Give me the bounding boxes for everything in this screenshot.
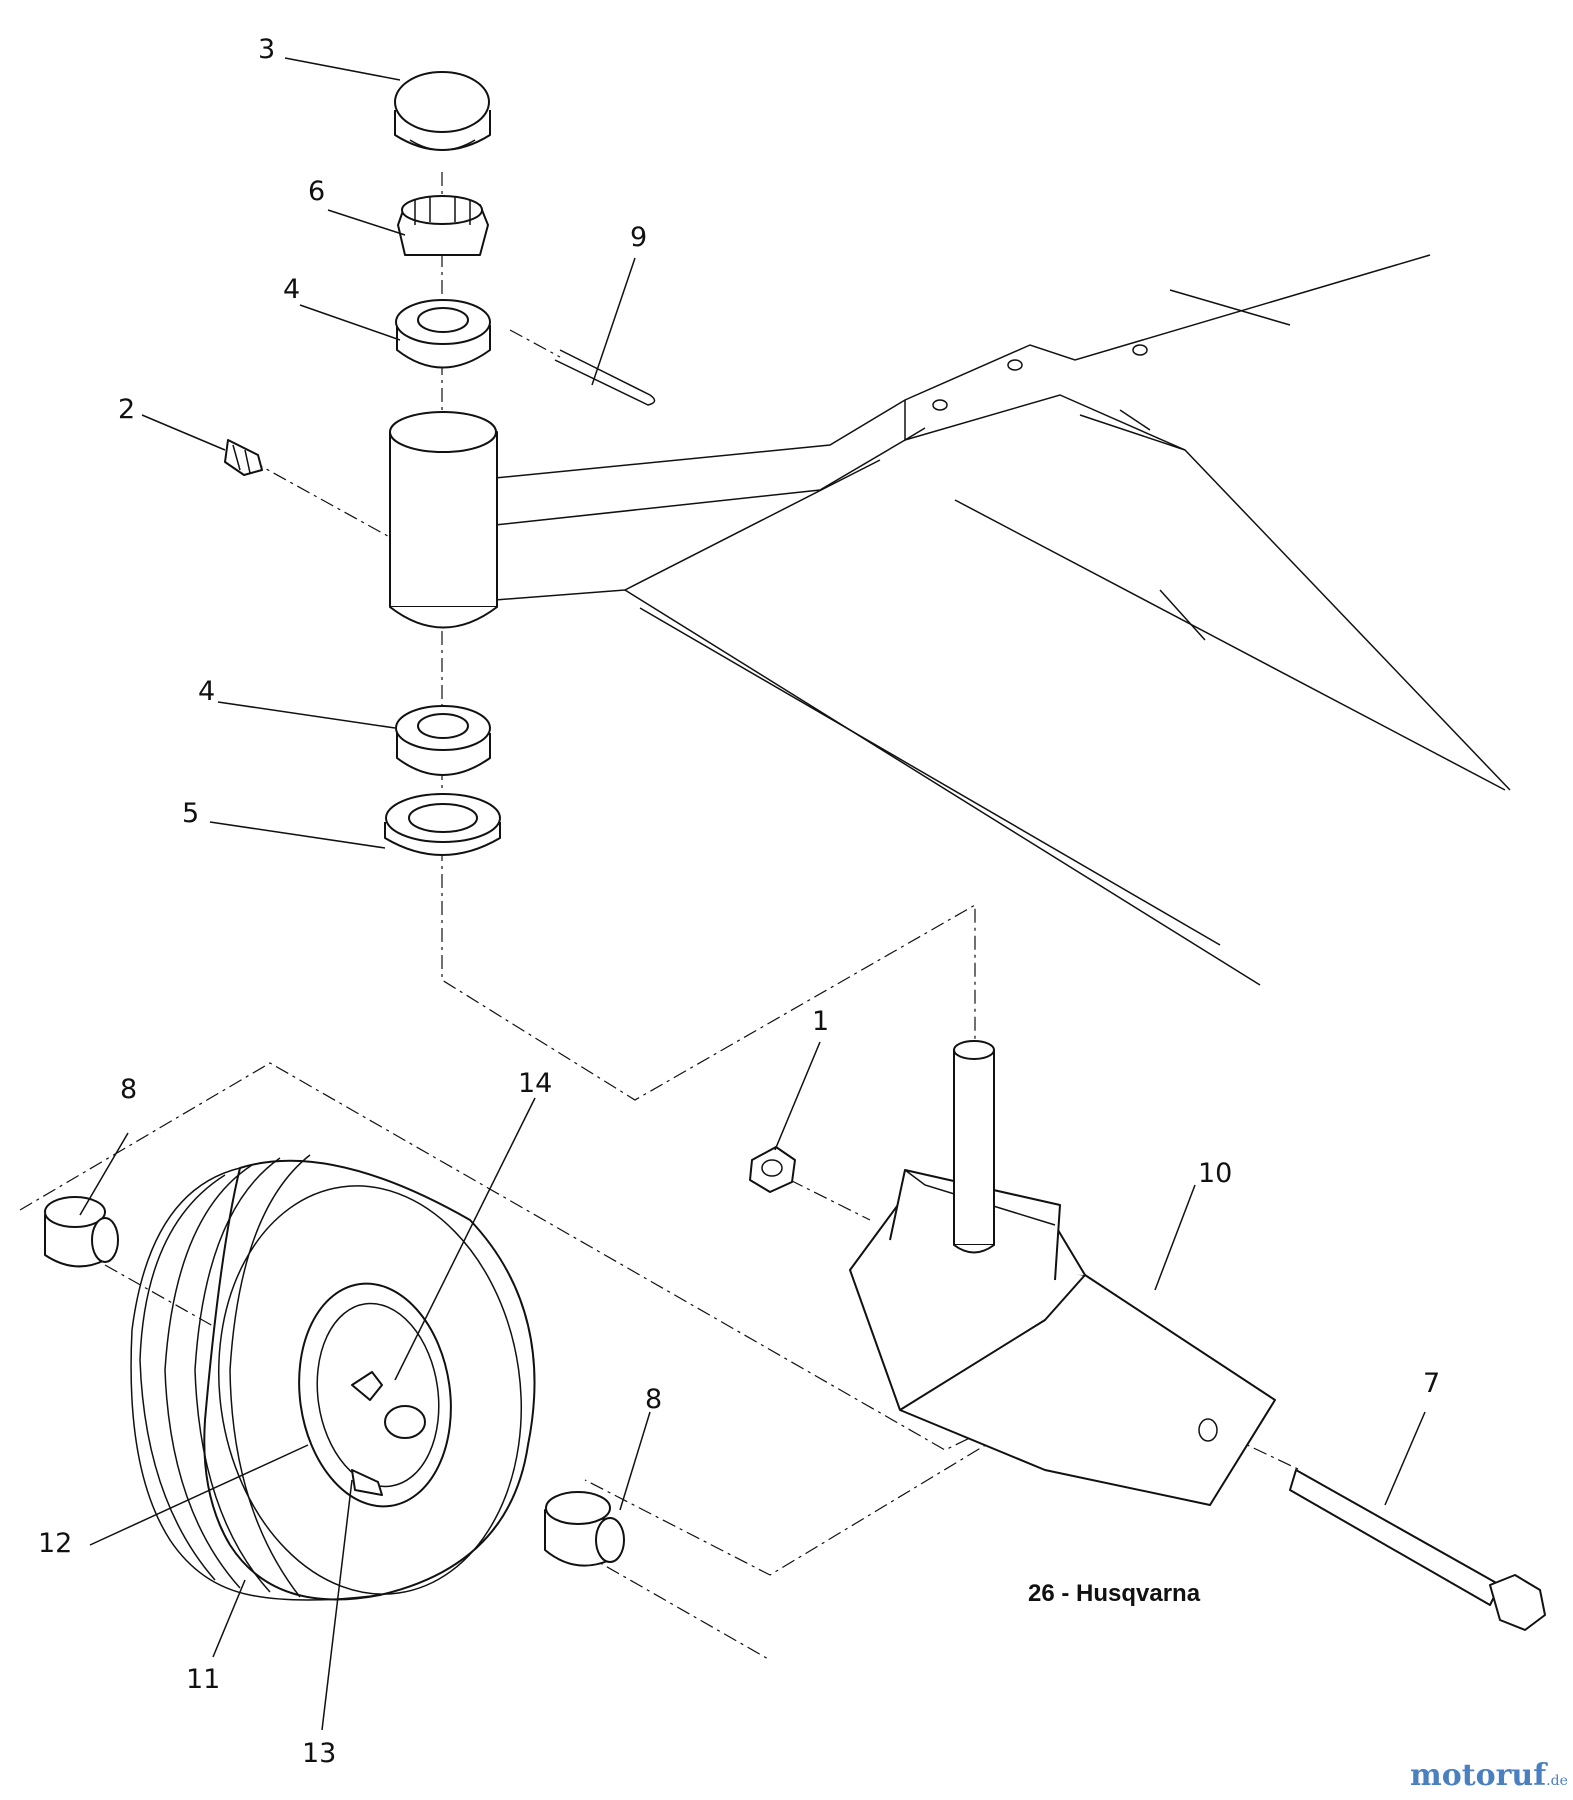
callout-2: 2 <box>118 394 135 425</box>
callout-4-lower: 4 <box>198 676 215 707</box>
callout-7: 7 <box>1423 1368 1440 1399</box>
part-caster-fork <box>849 1040 1276 1506</box>
centerline-wheel-axle <box>19 1062 1111 1576</box>
watermark-main: motoruf <box>1410 1758 1547 1793</box>
callout-10: 10 <box>1198 1158 1232 1189</box>
part-dust-cap <box>394 71 491 151</box>
centerline-spindle <box>441 172 976 1101</box>
callout-12: 12 <box>38 1528 72 1559</box>
centerline-fitting <box>249 459 396 541</box>
centerline-pin <box>509 329 561 358</box>
callout-6: 6 <box>308 176 325 207</box>
watermark-suffix: .de <box>1546 1773 1568 1789</box>
callout-3: 3 <box>258 34 275 65</box>
callout-8-left: 8 <box>120 1074 137 1105</box>
part-spindle-housing <box>389 411 498 629</box>
part-hex-nut <box>749 1146 796 1193</box>
callout-8-right: 8 <box>645 1384 662 1415</box>
part-seal <box>384 793 501 856</box>
callout-5: 5 <box>182 798 199 829</box>
part-grease-fitting <box>224 439 263 476</box>
callout-4-upper: 4 <box>283 274 300 305</box>
part-bearing-upper <box>395 299 491 369</box>
deck-frame <box>494 254 1511 986</box>
callout-9: 9 <box>630 222 647 253</box>
part-valve-stem <box>351 1469 383 1496</box>
part-spacer-right <box>544 1491 625 1567</box>
part-hub-grease-fitting <box>351 1371 383 1401</box>
part-axle-bolt <box>1289 1469 1546 1631</box>
part-cotter-pin <box>554 349 656 406</box>
callout-13: 13 <box>302 1738 336 1769</box>
diagram-caption: 26 - Husqvarna <box>1028 1580 1201 1607</box>
part-castle-nut <box>397 195 489 256</box>
centerline-bolt <box>1204 1424 1301 1471</box>
part-bearing-lower <box>395 705 491 776</box>
callout-numbers: 3 6 4 9 2 4 5 1 14 10 8 8 7 12 11 13 <box>38 34 1440 1769</box>
callout-11: 11 <box>186 1664 220 1695</box>
callout-1: 1 <box>812 1006 829 1037</box>
centerline-nut <box>789 1179 871 1221</box>
watermark-logo: motoruf.de <box>1410 1758 1568 1793</box>
callout-14: 14 <box>518 1068 552 1099</box>
part-spacer-left <box>44 1196 119 1268</box>
leader-lines <box>79 57 1426 1731</box>
